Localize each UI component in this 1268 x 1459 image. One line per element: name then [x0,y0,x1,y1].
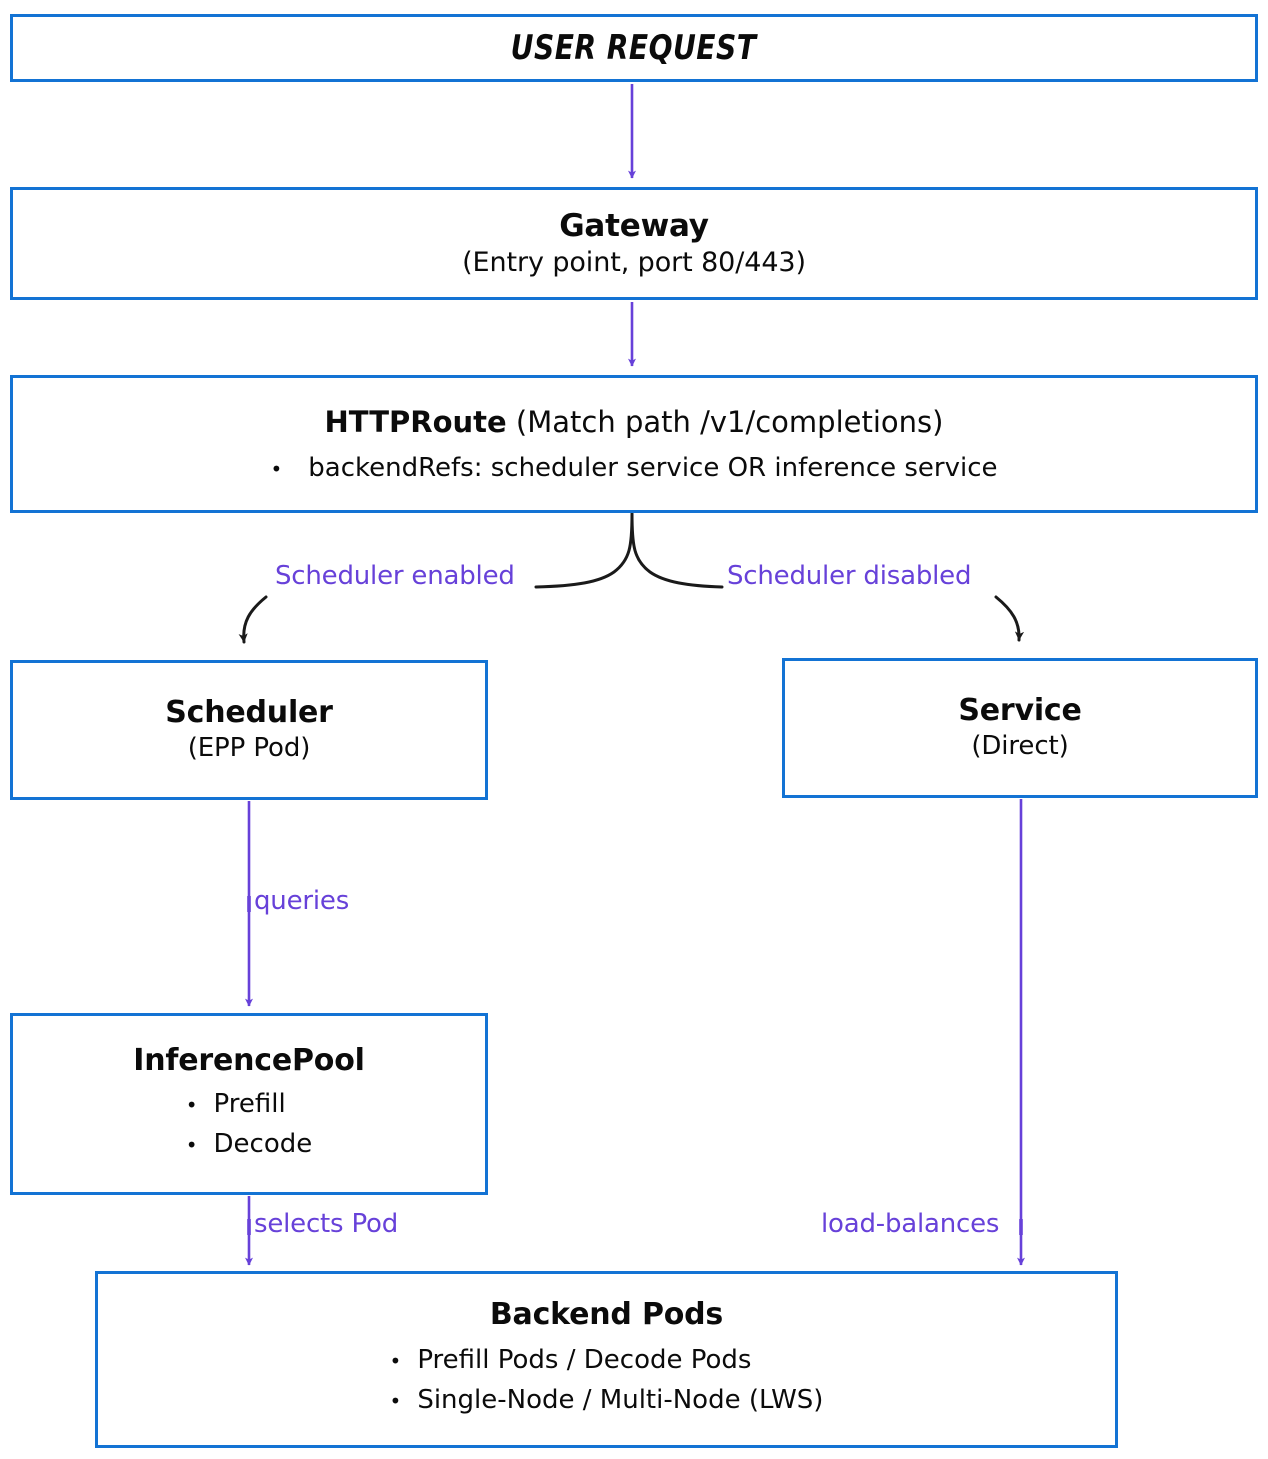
bullet-icon: • [389,1389,402,1414]
bullet-icon: • [185,1132,198,1157]
scheduler-subtitle: (EPP Pod) [187,732,311,763]
gateway-subtitle: (Entry point, port 80/443) [462,246,806,278]
inferencepool-title: InferencePool [133,1042,365,1078]
edge-label-selects-pod: selects Pod [254,1209,399,1239]
service-subtitle: (Direct) [971,730,1069,761]
httproute-title: HTTPRoute [324,405,507,439]
node-service[interactable]: Service (Direct) [782,658,1258,798]
list-item: • Prefill Pods / Decode Pods [390,1340,824,1380]
bullet-icon: • [389,1349,402,1373]
node-gateway[interactable]: Gateway (Entry point, port 80/443) [10,187,1258,300]
gateway-title: Gateway [559,208,709,245]
edge-label-queries: queries [254,886,350,916]
edge-httproute-fork [534,512,724,589]
node-inferencepool[interactable]: InferencePool • Prefill • Decode [10,1013,488,1195]
user-request-title: USER REQUEST [511,27,757,68]
edge-label-scheduler-enabled: Scheduler enabled [275,561,515,591]
bullet-icon: • [185,1092,198,1117]
httproute-heading: HTTPRoute (Match path /v1/completions) [325,405,944,439]
inferencepool-bullet-list: • Prefill • Decode [186,1084,313,1165]
httproute-title-suffix: (Match path /v1/completions) [515,405,944,439]
backend-pods-title: Backend Pods [489,1297,724,1333]
httproute-bullet-text: backendRefs: scheduler service OR infere… [308,453,998,483]
list-item: • Decode [186,1124,313,1164]
node-user-request[interactable]: USER REQUEST [10,14,1258,82]
inferencepool-bullet-1: Decode [213,1128,313,1159]
node-backend-pods[interactable]: Backend Pods • Prefill Pods / Decode Pod… [95,1271,1118,1448]
edge-httproute-to-service [994,595,1025,642]
backend-pods-bullet-list: • Prefill Pods / Decode Pods • Single-No… [390,1340,824,1421]
backend-pods-bullet-1: Single-Node / Multi-Node (LWS) [417,1385,824,1416]
inferencepool-bullet-0: Prefill [213,1088,286,1119]
edge-httproute-to-scheduler [238,595,268,644]
service-title: Service [958,693,1082,729]
edge-label-load-balances: load-balances [821,1209,1000,1239]
scheduler-title: Scheduler [165,695,333,731]
node-httproute[interactable]: HTTPRoute (Match path /v1/completions) •… [10,375,1258,513]
list-item: • Single-Node / Multi-Node (LWS) [390,1380,824,1420]
node-scheduler[interactable]: Scheduler (EPP Pod) [10,660,488,800]
edge-label-scheduler-disabled: Scheduler disabled [727,561,972,591]
httproute-bullet-row: • backendRefs: scheduler service OR infe… [270,453,997,483]
backend-pods-bullet-0: Prefill Pods / Decode Pods [417,1345,752,1375]
list-item: • Prefill [186,1084,313,1124]
bullet-icon: • [270,457,283,481]
